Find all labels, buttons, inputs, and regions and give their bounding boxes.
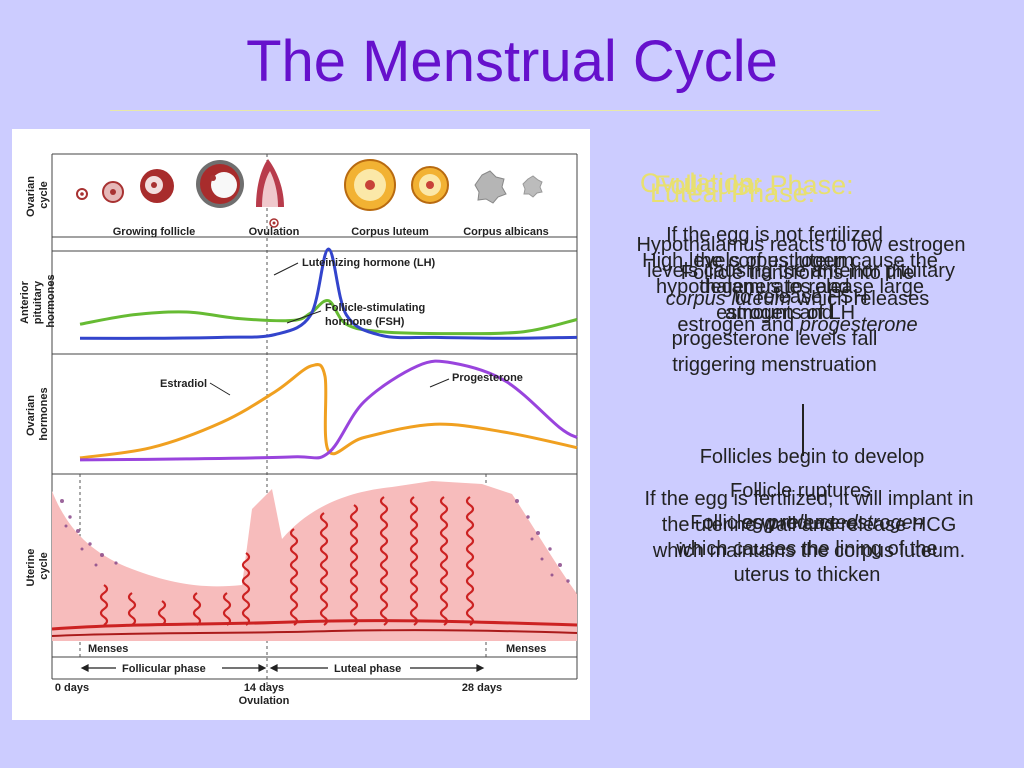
uterine-gland [99, 584, 109, 626]
day-label-0: 0 days [55, 682, 89, 694]
stage-label-ovulation: Ovulation [249, 226, 300, 238]
row-label-ovarian-hormones-2: hormones [38, 387, 50, 440]
row-label-anterior-3: hormones [45, 274, 57, 327]
label-fsh: Follicle-stimulating hormone (FSH) [325, 302, 428, 328]
text-egg-fertilized: If the egg is fertilized, it will implan… [644, 488, 974, 562]
row-label-uterine-1: Uterine [25, 549, 37, 587]
row-label-ovarian-cycle-2: cycle [38, 181, 50, 209]
heading-ovulation: Ovulation: [640, 168, 762, 198]
text-progesterone: progesterone [799, 314, 918, 336]
uterine-gland [379, 496, 389, 626]
text-egg-released: egg released [742, 512, 858, 534]
uterine-gland [192, 592, 202, 626]
row-label-uterine-2: cycle [38, 552, 50, 580]
uterine-gland [241, 552, 251, 626]
svg-text:Ovarian hormones: Ovarian hormones [25, 387, 50, 440]
uterine-gland [127, 592, 137, 626]
day-label-28: 28 days [462, 682, 502, 694]
uterine-gland [319, 512, 329, 626]
uterine-gland [289, 528, 299, 626]
label-lh: Luteinizing hormone (LH) [302, 257, 436, 269]
row-label-anterior-1: Anterior [19, 280, 31, 324]
flow-arrow-line [802, 404, 804, 456]
svg-text:Anterior pituitary: Anterior pituitary hormones [19, 274, 57, 327]
stage-label-corpus-albicans: Corpus albicans [463, 226, 549, 238]
title-divider [110, 110, 880, 111]
uterine-gland [465, 496, 475, 626]
svg-text:Ovarian cycle: Ovarian cycle [25, 173, 50, 217]
text-follicle-transforms: Follicle transforms into the corpus lute… [665, 262, 930, 336]
text-follicles-begin: Follicles begin to develop [699, 446, 925, 468]
text-follicles-produce: Follicles produce estrogen which causes … [676, 512, 938, 586]
text-high-estrogen: High levels of estrogen cause the hypoth… [642, 250, 938, 324]
label-progesterone: Progesterone [452, 372, 523, 384]
svg-text:Uterine cycle: Uterine cycle [25, 546, 50, 587]
ovarian-cycle-illustration [76, 159, 543, 228]
series-progesterone [79, 359, 578, 462]
label-menses-right: Menses [506, 643, 546, 655]
label-fsh-1: Follicle-stimulating [325, 302, 425, 314]
uterine-gland [157, 600, 167, 626]
text-egg-not-fertilized: If the egg is not fertilized the corpus … [666, 224, 883, 376]
text-corpus-luteum: corpus luteum [665, 288, 792, 310]
day-label-14: 14 days [244, 682, 284, 694]
series-lh [79, 247, 578, 340]
uterine-gland [439, 496, 449, 626]
uterine-gland [409, 496, 419, 626]
slide-title: The Menstrual Cycle [246, 29, 778, 94]
menstrual-cycle-figure: Ovarian cycle Anterior pituitary hormone… [12, 129, 590, 720]
ovulation-axis-label: Ovulation [239, 695, 290, 707]
label-follicular-phase: Follicular phase [122, 663, 206, 675]
stage-label-corpus-luteum: Corpus luteum [351, 226, 429, 238]
row-label-ovarian-cycle-1: Ovarian [25, 176, 37, 217]
series-estradiol [79, 363, 578, 460]
label-menses-left: Menses [88, 643, 128, 655]
uterine-gland [349, 504, 359, 626]
text-follicle-ruptures: Follicle ruptures [730, 480, 872, 502]
row-label-ovarian-hormones-1: Ovarian [25, 395, 37, 436]
series-fsh [79, 299, 578, 336]
text-hypothalamus: Hypothalamus reacts to low estrogen leve… [636, 234, 966, 308]
heading-follicular-phase: Follicular Phase: [654, 170, 854, 200]
uterine-gland [222, 592, 232, 626]
label-estradiol: Estradiol [160, 378, 207, 390]
text-estrogen: estrogen [845, 512, 924, 534]
uterine-lining-illustration [51, 481, 578, 641]
label-luteal-phase: Luteal phase [334, 663, 401, 675]
label-fsh-2: hormone (FSH) [325, 316, 405, 328]
stage-label-growing-follicle: Growing follicle [113, 226, 196, 238]
row-label-anterior-2: pituitary [32, 280, 44, 324]
heading-luteal-phase: Luteal Phase: [650, 178, 816, 208]
